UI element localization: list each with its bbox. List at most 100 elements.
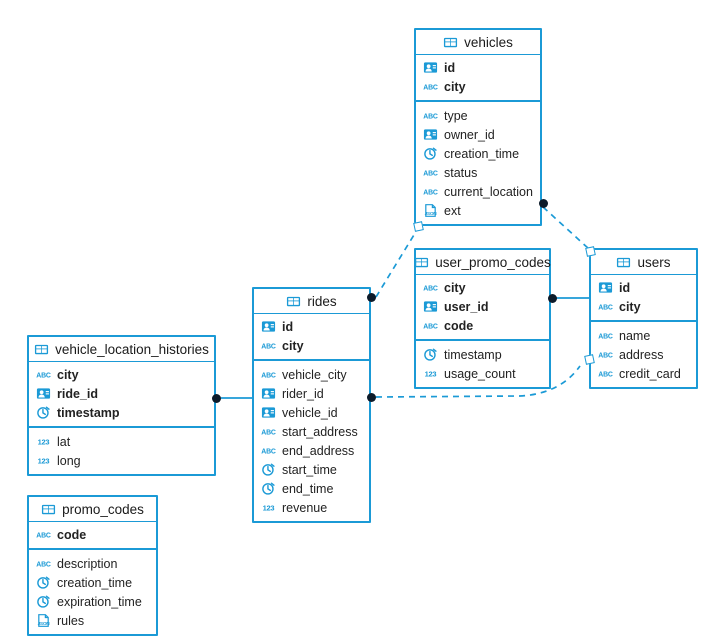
column-usage_count[interactable]: 123 usage_count (416, 364, 549, 383)
column-vehicle_id[interactable]: vehicle_id (254, 403, 369, 422)
column-revenue[interactable]: 123 revenue (254, 498, 369, 517)
column-vehicle_city[interactable]: ABC vehicle_city (254, 365, 369, 384)
uuid-badge-icon (261, 407, 276, 418)
column-label: address (619, 347, 664, 362)
svg-text:JSON: JSON (425, 211, 438, 217)
pk-column-code[interactable]: ABC code (416, 316, 549, 335)
abc-string-icon: ABC (423, 324, 438, 331)
column-status[interactable]: ABC status (416, 163, 540, 182)
column-label: city (444, 79, 466, 94)
clock-icon (37, 595, 50, 608)
column-label: city (57, 367, 79, 382)
column-current_location[interactable]: ABC current_location (416, 182, 540, 201)
pk-column-ride_id[interactable]: ride_id (29, 384, 214, 403)
abc-string-icon: ABC (261, 449, 276, 456)
column-label: status (444, 165, 478, 180)
table-name: promo_codes (62, 501, 144, 517)
table-header-vehicle_location_histories[interactable]: vehicle_location_histories (29, 337, 214, 362)
pk-column-id[interactable]: id (416, 58, 540, 77)
svg-text:123: 123 (38, 438, 50, 447)
pk-column-user_id[interactable]: user_id (416, 297, 549, 316)
svg-text:ABC: ABC (423, 171, 438, 178)
column-label: end_address (282, 443, 355, 458)
123-number-icon: 123 (425, 370, 437, 379)
column-label: owner_id (444, 127, 495, 142)
column-label: long (57, 453, 81, 468)
relationship-endpoint-dot-upc-users (548, 294, 557, 303)
column-label: code (444, 318, 474, 333)
column-label: start_time (282, 462, 337, 477)
column-expiration_time[interactable]: expiration_time (29, 592, 156, 611)
column-label: type (444, 108, 468, 123)
column-label: vehicle_city (282, 367, 347, 382)
pk-column-id[interactable]: id (254, 317, 369, 336)
123-number-icon: 123 (38, 457, 50, 466)
svg-text:ABC: ABC (423, 190, 438, 197)
column-timestamp[interactable]: timestamp (416, 345, 549, 364)
column-long[interactable]: 123 long (29, 451, 214, 470)
column-rider_id[interactable]: rider_id (254, 384, 369, 403)
column-creation_time[interactable]: creation_time (416, 144, 540, 163)
svg-text:ABC: ABC (261, 373, 276, 380)
column-label: city (444, 280, 466, 295)
table-header-user_promo_codes[interactable]: user_promo_codes (415, 250, 551, 275)
pk-column-city[interactable]: ABC city (416, 278, 549, 297)
column-end_time[interactable]: end_time (254, 479, 369, 498)
123-number-icon: 123 (38, 438, 50, 447)
pk-column-id[interactable]: id (591, 278, 696, 297)
svg-text:ABC: ABC (36, 562, 51, 569)
123-number-icon: 123 (263, 504, 275, 513)
table-icon (42, 504, 56, 514)
column-creation_time[interactable]: creation_time (29, 573, 156, 592)
pk-column-timestamp[interactable]: timestamp (29, 403, 214, 422)
column-start_time[interactable]: start_time (254, 460, 369, 479)
table-header-promo_codes[interactable]: promo_codes (29, 497, 156, 522)
column-label: start_address (282, 424, 358, 439)
column-label: revenue (282, 500, 328, 515)
uuid-badge-icon (598, 282, 613, 293)
column-label: timestamp (57, 405, 120, 420)
column-label: ride_id (57, 386, 98, 401)
column-owner_id[interactable]: owner_id (416, 125, 540, 144)
abc-string-icon: ABC (261, 373, 276, 380)
table-header-users[interactable]: users (591, 250, 696, 275)
table-header-rides[interactable]: rides (254, 289, 369, 314)
table-icon (444, 37, 458, 47)
abc-string-icon: ABC (423, 286, 438, 293)
column-label: ext (444, 203, 461, 218)
column-label: current_location (444, 184, 533, 199)
column-end_address[interactable]: ABC end_address (254, 441, 369, 460)
column-label: id (282, 319, 294, 334)
table-header-vehicles[interactable]: vehicles (416, 30, 540, 55)
abc-string-icon: ABC (598, 372, 613, 379)
uuid-badge-icon (423, 62, 438, 73)
column-label: usage_count (444, 366, 516, 381)
clock-icon (37, 576, 50, 589)
column-ext[interactable]: JSON ext (416, 201, 540, 220)
uuid-badge-icon (36, 388, 51, 399)
